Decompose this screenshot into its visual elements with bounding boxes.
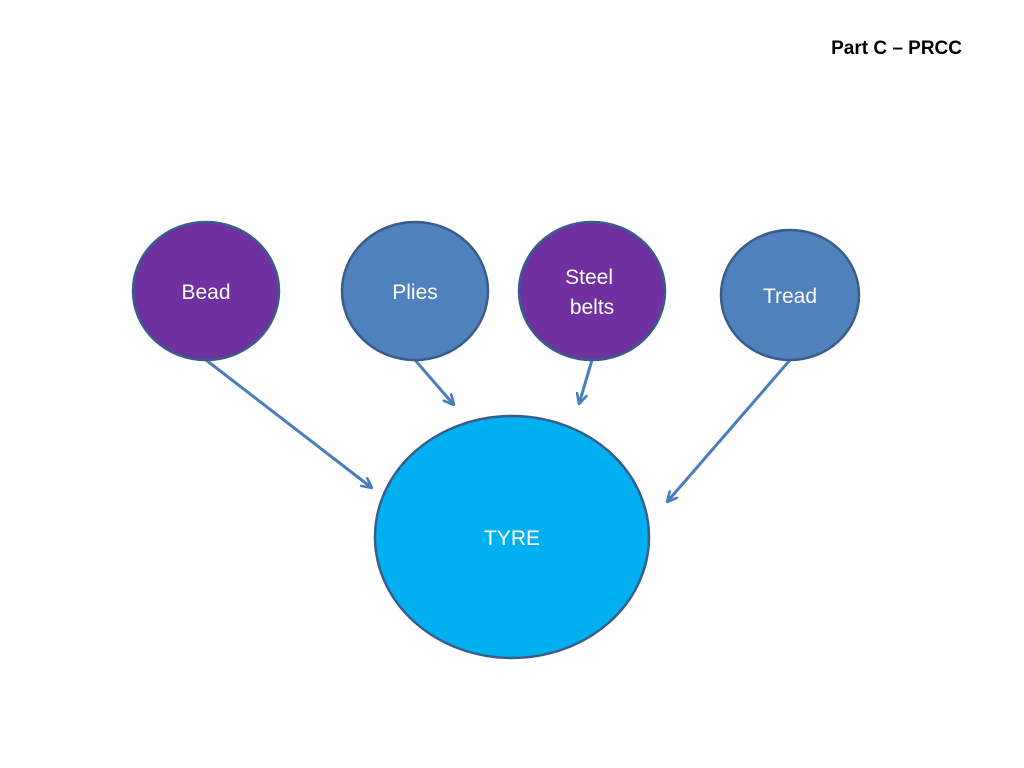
arrow-bead-to-tyre: [205, 358, 372, 488]
node-bead-circle: [131, 220, 281, 362]
slide-heading: Part C – PRCC: [831, 38, 962, 59]
node-steel-belts: Steel belts: [517, 220, 667, 362]
node-tyre-label: TYRE: [484, 527, 540, 550]
node-tread-circle: [719, 228, 861, 362]
node-steel-belts-circle: [517, 220, 667, 362]
node-bead-label: Bead: [181, 281, 230, 304]
node-plies-label: Plies: [392, 281, 438, 304]
connector-arrows: [205, 358, 792, 502]
node-tyre-circle: [373, 414, 651, 660]
node-bead: Bead: [131, 220, 281, 362]
node-tyre: TYRE: [373, 414, 651, 660]
node-tread: Tread: [719, 228, 861, 362]
node-steel-belts-label: Steel belts: [565, 266, 619, 319]
node-tread-label: Tread: [763, 285, 817, 308]
node-plies-circle: [340, 220, 490, 362]
arrow-steel-belts-to-tyre: [579, 359, 594, 404]
node-plies: Plies: [340, 220, 490, 362]
arrow-plies-to-tyre: [413, 359, 454, 405]
arrow-tread-to-tyre: [667, 359, 792, 502]
